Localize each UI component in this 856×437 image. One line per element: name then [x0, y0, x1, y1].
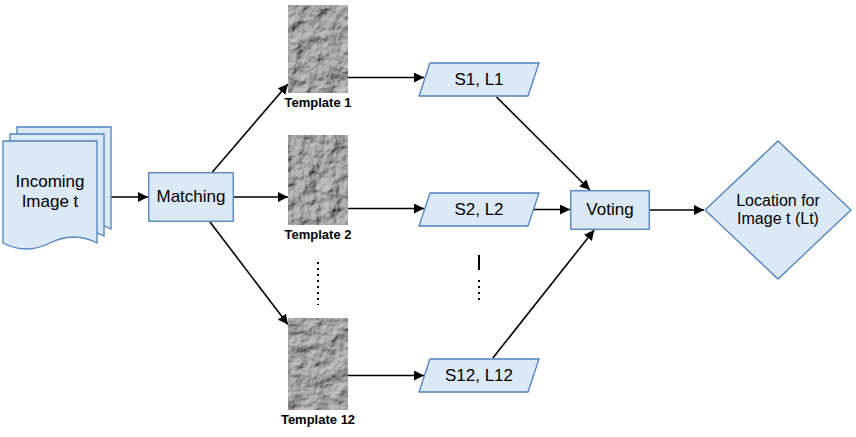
template-image: Template 12 [288, 318, 348, 410]
arrow-connector [650, 209, 704, 211]
shape-outline [288, 5, 348, 93]
arrow-connector [348, 77, 424, 79]
data-parallelogram: S2, L2 [418, 192, 540, 227]
template-caption: Template 1 [285, 96, 352, 110]
template-caption: Template 12 [281, 413, 355, 427]
terrain-base [288, 318, 348, 410]
node-label: S12, L12 [433, 366, 525, 386]
parallelogram-outline [419, 359, 539, 392]
parallelogram-outline [419, 193, 539, 226]
terrain-base [288, 5, 348, 93]
page-outline [3, 141, 97, 249]
node-label: S2, L2 [433, 200, 525, 220]
ellipsis-dots [317, 262, 319, 305]
process-box: Voting [570, 190, 650, 230]
template-image: Template 1 [288, 5, 348, 93]
parallelogram-outline [419, 63, 539, 96]
terrain-texture [288, 5, 348, 93]
shape-outline [288, 135, 348, 225]
template-caption: Template 2 [285, 228, 352, 242]
data-parallelogram: S12, L12 [418, 358, 540, 393]
process-box: Matching [148, 172, 234, 222]
terrain-texture [288, 318, 348, 410]
box-outline [149, 173, 234, 222]
arrow-connector [493, 230, 594, 358]
shape-outline [288, 318, 348, 410]
arrow-connector [497, 97, 590, 190]
ellipsis-dash [478, 255, 480, 270]
arrow-connector [234, 196, 288, 198]
node-label: Location for Image t (Lt) [726, 192, 830, 229]
box-outline [571, 191, 650, 230]
arrow-connector [212, 84, 288, 172]
terrain-base [288, 135, 348, 225]
node-label: Matching [153, 187, 229, 207]
node-label: Incoming Image t [7, 172, 93, 211]
document-stack: Incoming Image t [2, 140, 98, 255]
template-image: Template 2 [288, 135, 348, 225]
arrow-connector [210, 222, 288, 325]
data-parallelogram: S1, L1 [418, 62, 540, 97]
diamond-outline [705, 141, 851, 279]
arrow-connector [348, 375, 424, 377]
continuation-dots [318, 255, 479, 305]
node-label: S1, L1 [433, 70, 525, 90]
node-label: Voting [575, 200, 645, 220]
terrain-texture [288, 135, 348, 225]
ellipsis-dots [478, 280, 480, 302]
decision-diamond: Location for Image t (Lt) [704, 140, 852, 280]
arrow-connector [348, 208, 424, 210]
arrow-connector [534, 209, 570, 211]
